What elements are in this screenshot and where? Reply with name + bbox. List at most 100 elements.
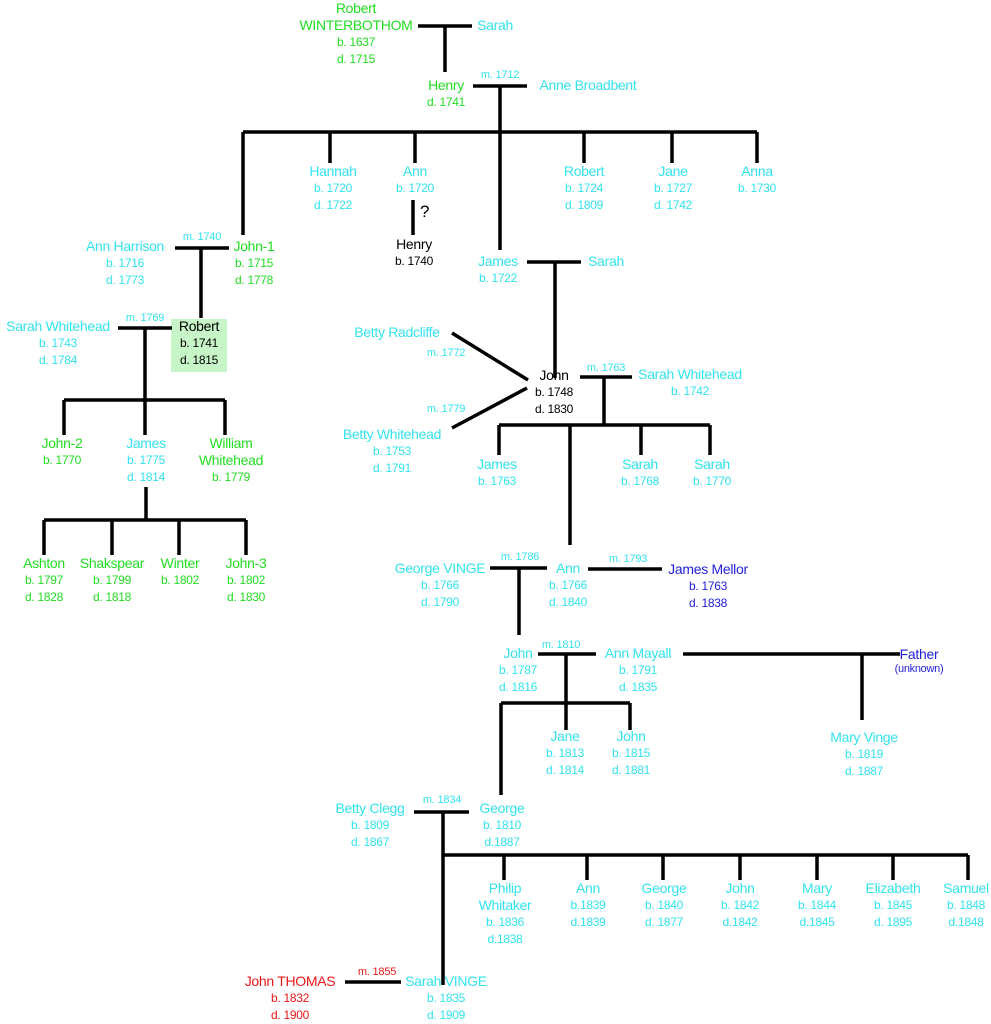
line-winterbothom-couple bbox=[418, 24, 472, 72]
death-year: d. 1881 bbox=[612, 763, 650, 777]
person-name: Sarah bbox=[588, 253, 624, 269]
person-name: Ann Harrison bbox=[85, 238, 165, 254]
person-name: Sarah Whitehead bbox=[638, 366, 742, 382]
person-john-3: John-3 b. 1802 d. 1830 bbox=[225, 555, 266, 606]
death-year: d.1845 bbox=[799, 915, 835, 929]
person-name: Mary bbox=[802, 880, 832, 896]
person-name: Shakspear bbox=[79, 555, 145, 571]
birth-year: b. 1845 bbox=[874, 898, 912, 912]
person-name: Betty Radcliffe bbox=[354, 324, 440, 340]
birth-year: b. 1715 bbox=[235, 256, 273, 270]
highlight-box-robert bbox=[171, 319, 227, 372]
person-name: John bbox=[503, 645, 533, 661]
birth-year: b. 1832 bbox=[271, 991, 309, 1005]
line-john1787-couple bbox=[538, 652, 596, 730]
marriage-label-m-1763: m. 1763 bbox=[586, 362, 626, 374]
death-year: d. 1909 bbox=[427, 1008, 465, 1022]
birth-year: b. 1791 bbox=[619, 663, 657, 677]
person-name: Betty Whitehead bbox=[342, 426, 442, 442]
person-name: John bbox=[539, 367, 569, 383]
person-name: James Mellor bbox=[668, 561, 748, 577]
death-year: d. 1815 bbox=[180, 353, 218, 367]
person-name: Mary Vinge bbox=[830, 729, 898, 745]
person-name: Sarah bbox=[694, 456, 730, 472]
birth-year: b. 1727 bbox=[654, 181, 692, 195]
line-john1787-children bbox=[499, 701, 632, 795]
person-name: Sarah Whitehead bbox=[6, 318, 110, 334]
person-name: George bbox=[479, 800, 525, 816]
marriage-label-m-1810: m. 1810 bbox=[541, 639, 581, 651]
person-name: Jane bbox=[658, 163, 688, 179]
person-name: John THOMAS bbox=[244, 973, 336, 989]
person-name: Ann bbox=[575, 880, 600, 896]
person-name: John-1 bbox=[233, 238, 275, 254]
death-year: d. 1778 bbox=[235, 273, 273, 287]
marriage-label-m-1855: m. 1855 bbox=[357, 966, 397, 978]
birth-year: b. 1813 bbox=[546, 746, 584, 760]
line-james1775-children bbox=[42, 487, 248, 555]
birth-year: b. 1779 bbox=[212, 470, 250, 484]
person-jane-1727: Jane b. 1727 d. 1742 bbox=[654, 163, 692, 214]
person-name: Robert bbox=[563, 163, 605, 179]
birth-year: b. 1743 bbox=[39, 336, 77, 350]
unknown-parent-question-mark: ? bbox=[420, 202, 430, 221]
birth-year: b. 1819 bbox=[845, 747, 883, 761]
death-year: d.1887 bbox=[484, 835, 520, 849]
death-year: d.1838 bbox=[487, 932, 523, 946]
marriage-label-m-1779: m. 1779 bbox=[426, 403, 466, 415]
person-name: Whitaker bbox=[478, 897, 532, 913]
person-name: Robert bbox=[178, 318, 220, 334]
birth-year: b. 1741 bbox=[180, 336, 218, 350]
person-name: Sarah bbox=[622, 456, 658, 472]
person-name: John bbox=[616, 728, 646, 744]
line-george1810-couple bbox=[414, 810, 469, 985]
birth-year: b. 1763 bbox=[478, 474, 516, 488]
birth-year: b. 1763 bbox=[689, 579, 727, 593]
person-sarah-2: Sarah bbox=[588, 253, 624, 270]
person-name: Father bbox=[899, 646, 939, 662]
birth-year: b. 1720 bbox=[396, 181, 434, 195]
person-name: Ann Mayall bbox=[604, 645, 672, 661]
birth-year: b. 1637 bbox=[337, 35, 375, 49]
death-year: d. 1742 bbox=[654, 198, 692, 212]
person-name: John-3 bbox=[225, 555, 267, 571]
birth-year: b. 1842 bbox=[721, 898, 759, 912]
death-year: d. 1830 bbox=[227, 590, 265, 604]
death-year: d.1839 bbox=[570, 915, 606, 929]
birth-year: b. 1722 bbox=[479, 271, 517, 285]
line-betty-radcliffe bbox=[451, 331, 529, 382]
death-year: d. 1838 bbox=[689, 596, 727, 610]
birth-year: b. 1809 bbox=[351, 818, 389, 832]
person-name: Jane bbox=[550, 728, 580, 744]
death-year: d. 1773 bbox=[106, 273, 144, 287]
marriage-label-m-1769: m. 1769 bbox=[125, 312, 165, 324]
death-year: d. 1814 bbox=[127, 470, 165, 484]
birth-year: b. 1844 bbox=[798, 898, 836, 912]
birth-year: b. 1802 bbox=[227, 573, 265, 587]
person-john-1: John-1 b. 1715 d. 1778 bbox=[233, 238, 274, 289]
person-name: John-2 bbox=[41, 435, 83, 451]
line-annmayall-father bbox=[683, 652, 900, 720]
birth-year: b. 1799 bbox=[93, 573, 131, 587]
birth-year: b. 1840 bbox=[645, 898, 683, 912]
